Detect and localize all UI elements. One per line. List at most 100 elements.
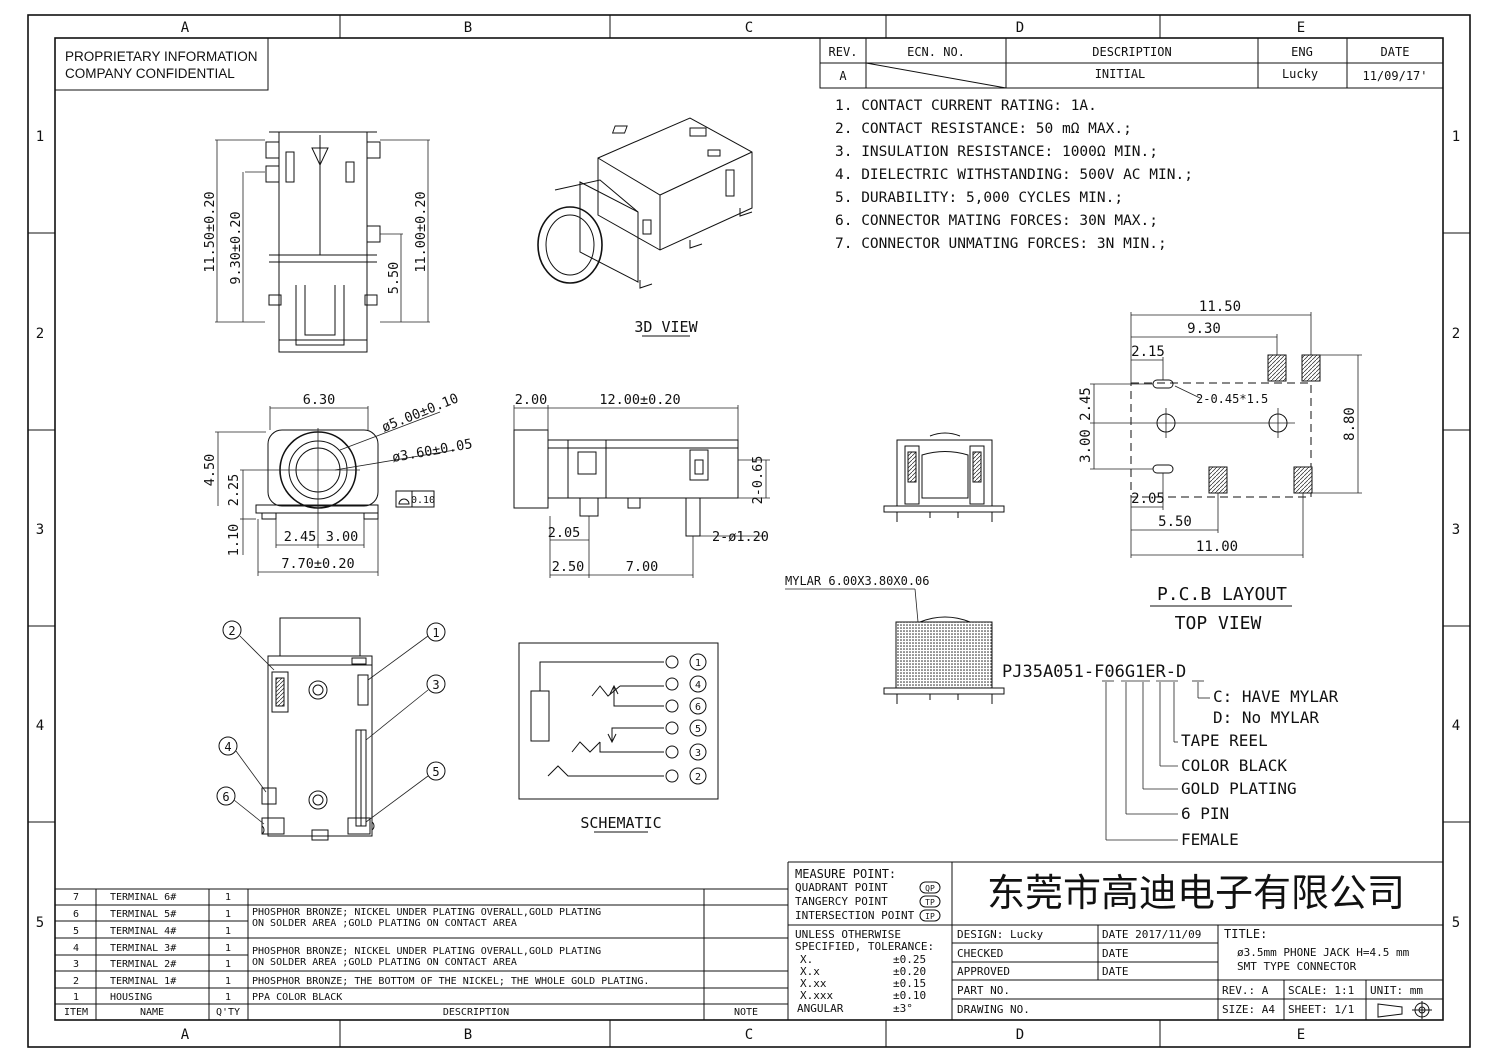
pcb-dim-slot: 2-0.45*1.5	[1196, 392, 1268, 406]
zone-letters-top: A B C D E	[181, 20, 1305, 36]
schematic-pin-f: 2	[695, 772, 701, 783]
bom-row-3-qty: 1	[225, 926, 231, 937]
label-mylar: MYLAR 6.00X3.80X0.06	[785, 574, 930, 588]
dim-top-body: 9.30±0.20	[228, 211, 244, 284]
info-unit: UNIT: mm	[1370, 984, 1423, 997]
legend-no-mylar: D: No MYLAR	[1213, 708, 1319, 727]
pcb-dim-rear-half: 5.50	[1158, 514, 1192, 530]
callout-6-label: 6	[222, 790, 229, 804]
top-view: 11.50±0.20 9.30±0.20 11.00±0.20 5.50	[202, 131, 430, 353]
zone-right-5: 5	[1452, 915, 1460, 931]
spec-1: 1. CONTACT CURRENT RATING: 1A.	[835, 98, 1097, 114]
tol-angular-value: ±3°	[893, 1002, 913, 1015]
info-part-no: PART NO.	[957, 984, 1010, 997]
spec-5: 5. DURABILITY: 5,000 CYCLES MIN.;	[835, 190, 1123, 206]
dim-side-edge: 2.50	[552, 559, 585, 575]
spec-4: 4. DIELECTRIC WITHSTANDING: 500V AC MIN.…	[835, 167, 1193, 183]
info-title-1: ø3.5mm PHONE JACK H=4.5 mm	[1237, 946, 1410, 959]
info-approved: APPROVED	[957, 965, 1010, 978]
mylar-view: MYLAR 6.00X3.80X0.06	[785, 574, 1005, 704]
tolerance-title-1: UNLESS OTHERWISE	[795, 928, 901, 941]
bom-header-note: NOTE	[734, 1007, 758, 1018]
pcb-dim-slot-offset: 2.15	[1131, 344, 1165, 360]
zone-top-b: B	[464, 20, 472, 36]
info-checked: CHECKED	[957, 947, 1003, 960]
dim-side-tab: 2-0.65	[750, 456, 766, 505]
zone-top-d: D	[1016, 20, 1024, 36]
bom-row-1-qty: 1	[225, 892, 231, 903]
callout-2-label: 2	[228, 624, 235, 638]
bom-row-6-name: TERMINAL 1#	[110, 976, 176, 987]
dim-front-flatness: 0.10	[411, 495, 435, 506]
zone-numbers-left: 1 2 3 4 5	[36, 129, 44, 931]
info-scale: SCALE: 1:1	[1288, 984, 1354, 997]
zone-bottom-c: C	[745, 1027, 753, 1043]
dim-front-pad-b: 3.00	[326, 529, 359, 545]
pcb-dim-upper: 2.45	[1078, 387, 1094, 421]
zone-left-2: 2	[36, 326, 44, 342]
measure-qp-label: QUADRANT POINT	[795, 881, 888, 894]
info-date-2: DATE	[1102, 947, 1129, 960]
label-schematic: SCHEMATIC	[580, 814, 661, 832]
zone-ticks	[28, 15, 1470, 1047]
zone-top-c: C	[745, 20, 753, 36]
spec-3: 3. INSULATION RESISTANCE: 1000Ω MIN.;	[835, 144, 1158, 160]
rev-header-ecn: ECN. NO.	[907, 45, 965, 59]
callout-3	[426, 674, 446, 694]
rev-row-rev: A	[839, 69, 847, 83]
tol-xxxx-label: X.xxx	[800, 989, 833, 1002]
revision-table: REV. ECN. NO. DESCRIPTION ENG DATE A INI…	[819, 37, 1444, 89]
bom-row-3-item: 5	[73, 926, 79, 937]
zone-left-5: 5	[36, 915, 44, 931]
measure-ip-code: IP	[925, 912, 935, 921]
label-3d-view: 3D VIEW	[634, 318, 698, 336]
rev-row-desc: INITIAL	[1095, 67, 1146, 81]
front-view: 6.30 ø5.00±0.10 ø3.60±0.05 4.50 2.25 1.1…	[202, 390, 474, 576]
dim-front-width: 6.30	[303, 392, 336, 408]
measure-tp-code: TP	[925, 898, 935, 907]
info-date-3: DATE	[1102, 965, 1129, 978]
legend-tape-reel: TAPE REEL	[1181, 731, 1268, 750]
callout-5-label: 5	[432, 765, 439, 779]
zone-right-1: 1	[1452, 129, 1460, 145]
dim-front-center: 2.25	[226, 474, 242, 507]
bom-row-3-name: TERMINAL 4#	[110, 926, 176, 937]
tolerance-title-2: SPECIFIED, TOLERANCE:	[795, 940, 934, 953]
tol-xx-value: ±0.20	[893, 965, 926, 978]
pcb-dim-lower: 3.00	[1078, 429, 1094, 463]
zone-letters-bottom: A B C D E	[181, 1027, 1305, 1043]
zone-left-3: 3	[36, 522, 44, 538]
bom-row-5-item: 3	[73, 959, 79, 970]
bom-row-2-qty: 1	[225, 909, 231, 920]
callout-1	[426, 622, 446, 642]
bom-row-5-qty: 1	[225, 959, 231, 970]
rev-row-eng: Lucky	[1282, 67, 1318, 81]
bom-row-6-item: 2	[73, 976, 79, 987]
tol-angular-label: ANGULAR	[797, 1002, 844, 1015]
bom-row-7-item: 1	[73, 992, 79, 1003]
zone-bottom-e: E	[1297, 1027, 1305, 1043]
measure-qp-code: QP	[925, 884, 935, 893]
spec-7: 7. CONNECTOR UNMATING FORCES: 3N MIN.;	[835, 236, 1167, 252]
dim-front-standoff: 1.10	[226, 524, 242, 557]
rev-header-eng: ENG	[1291, 45, 1313, 59]
bom-header-desc: DESCRIPTION	[443, 1007, 509, 1018]
side-view: 2-0.65 2.00 12.00±0.20 2-ø1.20 2.05 2.50…	[513, 392, 770, 578]
part-number-legend: PJ35A051-F06G1ER-D C: HAVE MYLAR D: No M…	[1002, 662, 1339, 849]
dim-front-height: 4.50	[202, 454, 218, 487]
zone-top-e: E	[1297, 20, 1305, 36]
info-title-2: SMT TYPE CONNECTOR	[1237, 960, 1357, 973]
3d-view: 3D VIEW	[537, 117, 753, 337]
inner-frame	[54, 37, 1444, 1021]
dim-side-post: 2-ø1.20	[712, 529, 769, 545]
dim-front-pad-a: 2.45	[284, 529, 317, 545]
proprietary-line-1: PROPRIETARY INFORMATION	[65, 49, 258, 64]
dim-side-offset: 2.05	[548, 525, 581, 541]
outer-frame	[27, 14, 1471, 1048]
pcb-dim-depth: 8.80	[1342, 407, 1358, 441]
tol-xxx-label: X.xx	[800, 977, 827, 990]
callout-4	[218, 736, 238, 756]
bom-desc-a-1: PHOSPHOR BRONZE; NICKEL UNDER PLATING OV…	[252, 907, 601, 918]
rev-row-date: 11/09/17'	[1362, 69, 1427, 83]
callout-1-label: 1	[432, 626, 439, 640]
